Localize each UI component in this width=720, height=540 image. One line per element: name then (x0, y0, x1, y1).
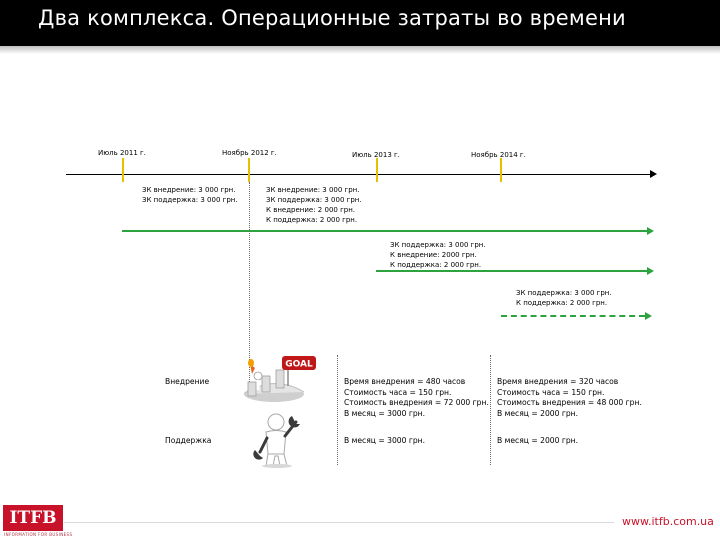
header-shadow (0, 46, 720, 54)
cost-line: ЗК поддержка: 3 000 грн. (516, 289, 612, 297)
arrow-head-1 (647, 227, 654, 235)
cost-line: К поддержка: 2 000 грн. (266, 216, 358, 224)
cost-line: К поддержка: 2 000 грн. (516, 299, 608, 307)
impl-hour-cost: Стоимость часа = 150 грн. (497, 387, 605, 397)
row-label-support: Поддержка (165, 436, 212, 445)
cost-line: ЗК внедрение: 3 000 грн. (266, 186, 360, 194)
impl-hours: Время внедрения = 480 часов (344, 377, 466, 386)
cost-line: ЗК поддержка: 3 000 грн. (390, 241, 486, 249)
tick-jul-2013 (376, 158, 378, 182)
goal-sign-text: GOAL (285, 360, 313, 370)
cost-line: К внедрение: 2000 грн. (390, 251, 477, 259)
impl-monthly: В месяц = 2000 грн. (497, 408, 579, 418)
support-monthly-complex-1: В месяц = 3000 грн. (344, 436, 426, 445)
arrow-period-3 (376, 270, 648, 272)
goal-icon: GOAL (238, 352, 318, 410)
separator-col-2 (490, 355, 491, 465)
cost-box-4: ЗК поддержка: 3 000 грн. К поддержка: 2 … (516, 288, 612, 308)
impl-total-cost: Стоимость внедрения = 72 000 грн. (344, 398, 489, 408)
itfb-logo: ITFB (3, 505, 63, 531)
date-jul-2011: Июль 2011 г. (98, 149, 146, 157)
arrow-period-4-dashed (501, 315, 645, 317)
cost-line: ЗК внедрение: 3 000 грн. (142, 186, 236, 194)
impl-hour-cost: Стоимость часа = 150 грн. (344, 387, 452, 397)
separator-nov-2012 (249, 182, 250, 392)
company-url: www.itfb.com.ua (622, 515, 714, 528)
impl-monthly: В месяц = 3000 грн. (344, 408, 426, 418)
timeline-arrowhead (650, 170, 657, 178)
cost-line: ЗК поддержка: 3 000 грн. (266, 196, 362, 204)
impl-details-complex-1: Время внедрения = 480 часов Стоимость ча… (344, 377, 489, 419)
impl-hours: Время внедрения = 320 часов (497, 377, 619, 386)
cost-line: ЗК поддержка: 3 000 грн. (142, 196, 238, 204)
tick-jul-2011 (122, 158, 124, 182)
arrow-period-1 (122, 230, 648, 232)
tick-nov-2014 (500, 158, 502, 182)
cost-line: К внедрение: 2 000 грн. (266, 206, 355, 214)
impl-details-complex-2: Время внедрения = 320 часов Стоимость ча… (497, 377, 642, 419)
cost-box-1: ЗК внедрение: 3 000 грн. ЗК поддержка: 3… (142, 185, 238, 205)
wrench-figure-icon (252, 412, 302, 472)
timeline-axis (66, 174, 654, 175)
date-nov-2014: Ноябрь 2014 г. (471, 151, 526, 159)
date-jul-2013: Июль 2013 г. (352, 151, 400, 159)
page-title: Два комплекса. Операционные затраты во в… (38, 6, 626, 30)
row-label-implementation: Внедрение (165, 377, 210, 386)
cost-line: К поддержка: 2 000 грн. (390, 261, 482, 269)
support-monthly-complex-2: В месяц = 2000 грн. (497, 436, 579, 445)
cost-box-2: ЗК внедрение: 3 000 грн. ЗК поддержка: 3… (266, 185, 362, 225)
arrow-head-4 (645, 312, 652, 320)
arrow-head-3 (647, 267, 654, 275)
cost-box-3: ЗК поддержка: 3 000 грн. К внедрение: 20… (390, 240, 486, 270)
footer-divider (64, 522, 614, 523)
impl-total-cost: Стоимость внедрения = 48 000 грн. (497, 398, 642, 408)
date-nov-2012: Ноябрь 2012 г. (222, 149, 277, 157)
separator-col-1 (337, 355, 338, 465)
itfb-logo-subtitle: INFORMATION FOR BUSINESS (4, 532, 73, 537)
header-bar: Два комплекса. Операционные затраты во в… (0, 0, 720, 46)
tick-nov-2012 (248, 158, 250, 182)
